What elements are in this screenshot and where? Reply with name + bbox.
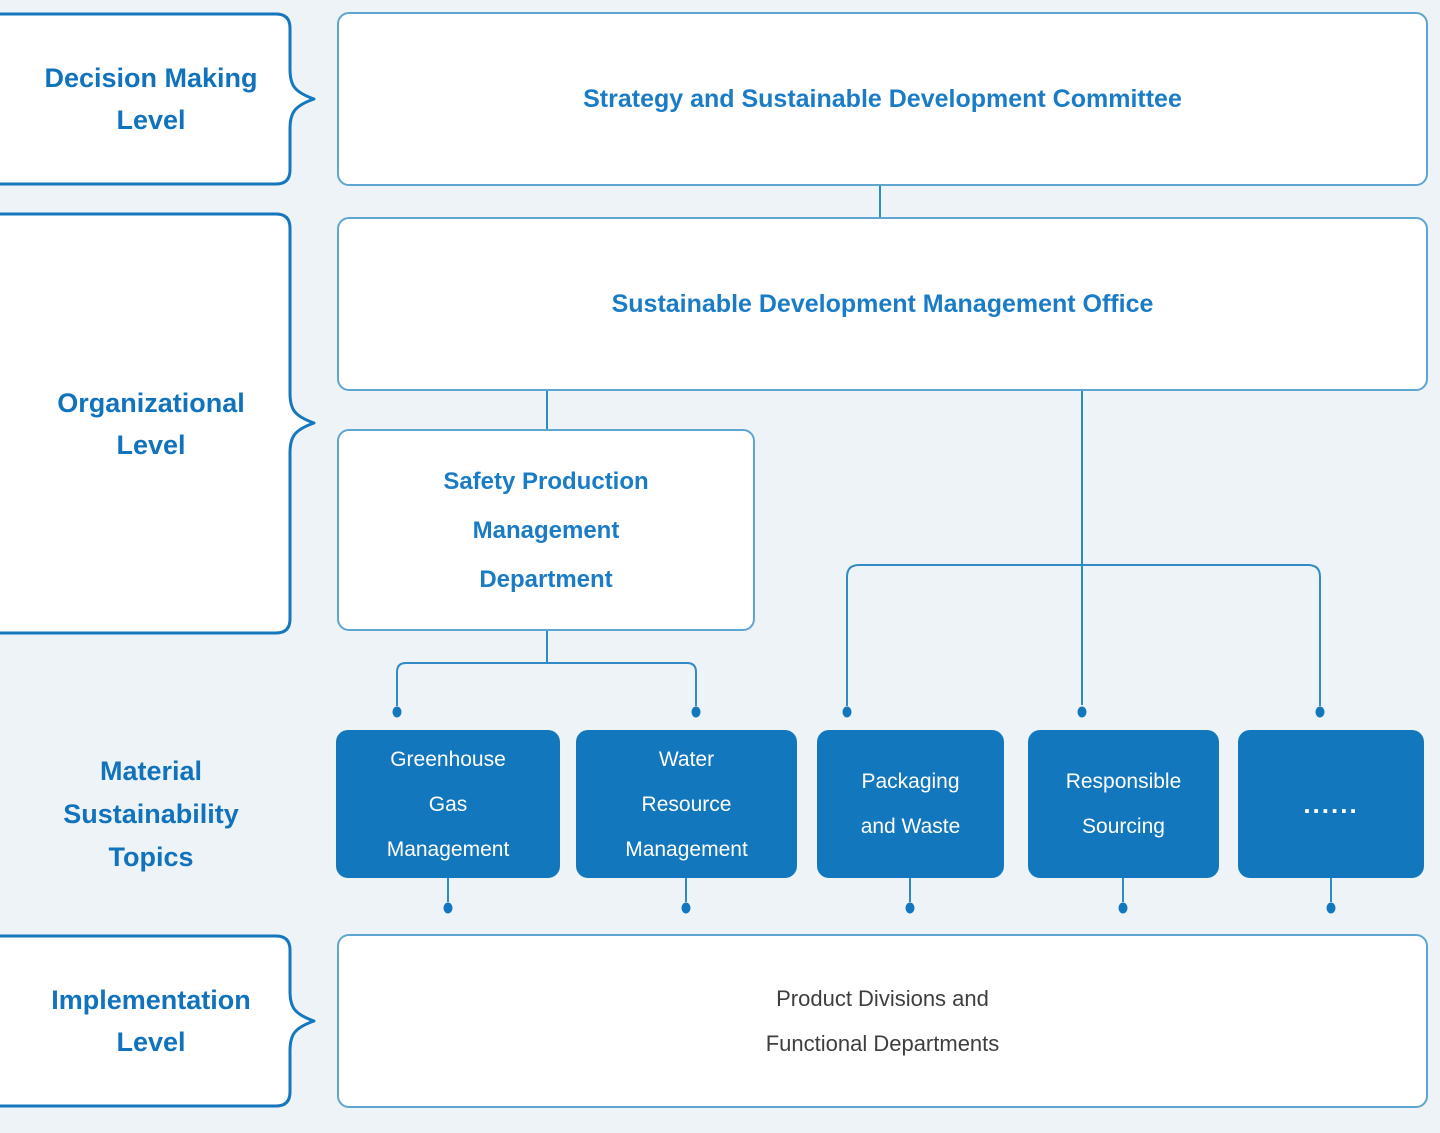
- implementation-unit-node: Product Divisions and Functional Departm…: [337, 934, 1428, 1108]
- decision-level-label: Decision Making Level: [44, 63, 258, 135]
- safety-department-node: Safety Production Management Department: [337, 429, 755, 631]
- connector-office-split-bar: [846, 564, 1321, 706]
- material-topics-label: Material Sustainability Topics: [63, 755, 239, 872]
- topic-responsible-sourcing: Responsible Sourcing: [1028, 730, 1219, 878]
- connector-safety-split-bar: [396, 662, 697, 706]
- implementation-level-brace: [0, 934, 316, 1108]
- decision-level-brace: [0, 12, 316, 186]
- topic-ellipsis: ......: [1238, 730, 1424, 878]
- management-office-node: Sustainable Development Management Offic…: [337, 217, 1428, 391]
- organizational-level-label: Organizational Level: [57, 387, 245, 460]
- committee-node: Strategy and Sustainable Development Com…: [337, 12, 1428, 186]
- management-office-node-label: Sustainable Development Management Offic…: [611, 289, 1154, 318]
- implementation-level-label: Implementation Level: [51, 985, 251, 1057]
- connector-endpoint-dots: [392, 706, 1336, 914]
- committee-node-label: Strategy and Sustainable Development Com…: [583, 84, 1182, 113]
- topic-packaging-waste: Packaging and Waste: [817, 730, 1004, 878]
- organizational-level-brace: [0, 212, 316, 635]
- topic-water-resource: Water Resource Management: [576, 730, 797, 878]
- topic-greenhouse-gas: Greenhouse Gas Management: [336, 730, 560, 878]
